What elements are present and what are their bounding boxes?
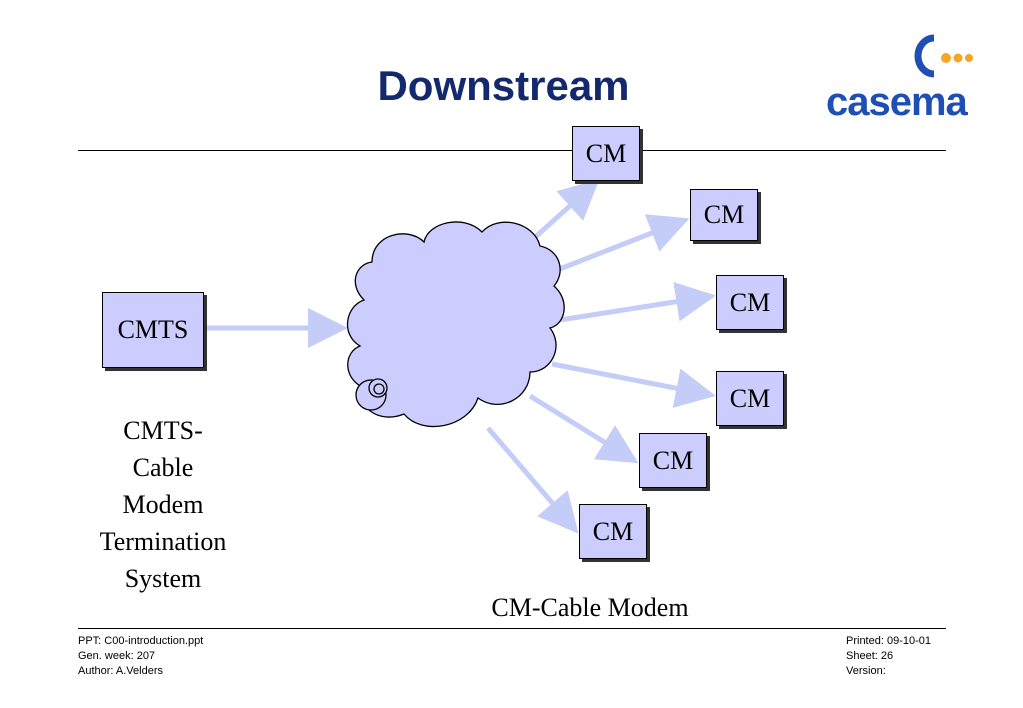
cm-box: CM	[579, 504, 647, 559]
network-cloud	[346, 221, 565, 428]
title-rule	[78, 150, 946, 151]
cmts-caption-line: Termination	[99, 527, 227, 556]
casema-logo-text: casema	[826, 80, 968, 124]
cmts-box: CMTS	[102, 292, 204, 368]
cm-box: CM	[716, 275, 784, 330]
footer-printed-date: Printed: 09-10-01	[846, 635, 931, 647]
cm-caption: CM-Cable Modem	[491, 593, 689, 622]
footer-right: Printed: 09-10-01 Sheet: 26 Version:	[846, 634, 931, 679]
cmts-caption-line: Modem	[122, 490, 204, 519]
cmts-caption-line: CMTS-	[123, 416, 203, 445]
casema-logo: casema	[826, 34, 996, 124]
footer-rule	[78, 628, 946, 629]
arrow-cloud-to-cm-3	[559, 281, 716, 323]
cm-box: CM	[716, 371, 784, 426]
cm-box: CM	[690, 189, 758, 241]
arrow-cloud-to-cm-4	[551, 361, 716, 408]
arrow-cloud-to-cm-6	[486, 426, 579, 534]
footer-version: Version:	[846, 665, 886, 677]
cmts-caption-line: Cable	[132, 453, 194, 482]
arrow-cloud-to-cm-2	[551, 214, 690, 275]
cmts-caption-line: System	[124, 564, 202, 593]
casema-logo-mark-icon	[914, 34, 973, 78]
arrow-cloud-to-cm-5	[528, 393, 639, 464]
footer-left: PPT: C00-introduction.ppt Gen. week: 207…	[78, 634, 203, 679]
slide-title: Downstream	[377, 62, 630, 109]
footer-ppt-file: PPT: C00-introduction.ppt	[78, 635, 204, 647]
cm-box: CM	[572, 126, 640, 181]
footer-sheet: Sheet: 26	[846, 650, 894, 662]
arrow-cloud-to-cm-1	[530, 179, 600, 242]
footer-gen-week: Gen. week: 207	[78, 650, 156, 662]
cm-box: CM	[639, 433, 707, 488]
cmts-caption: CMTS- Cable Modem Termination System	[78, 412, 248, 597]
footer-author: Author: A.Velders	[78, 665, 163, 677]
